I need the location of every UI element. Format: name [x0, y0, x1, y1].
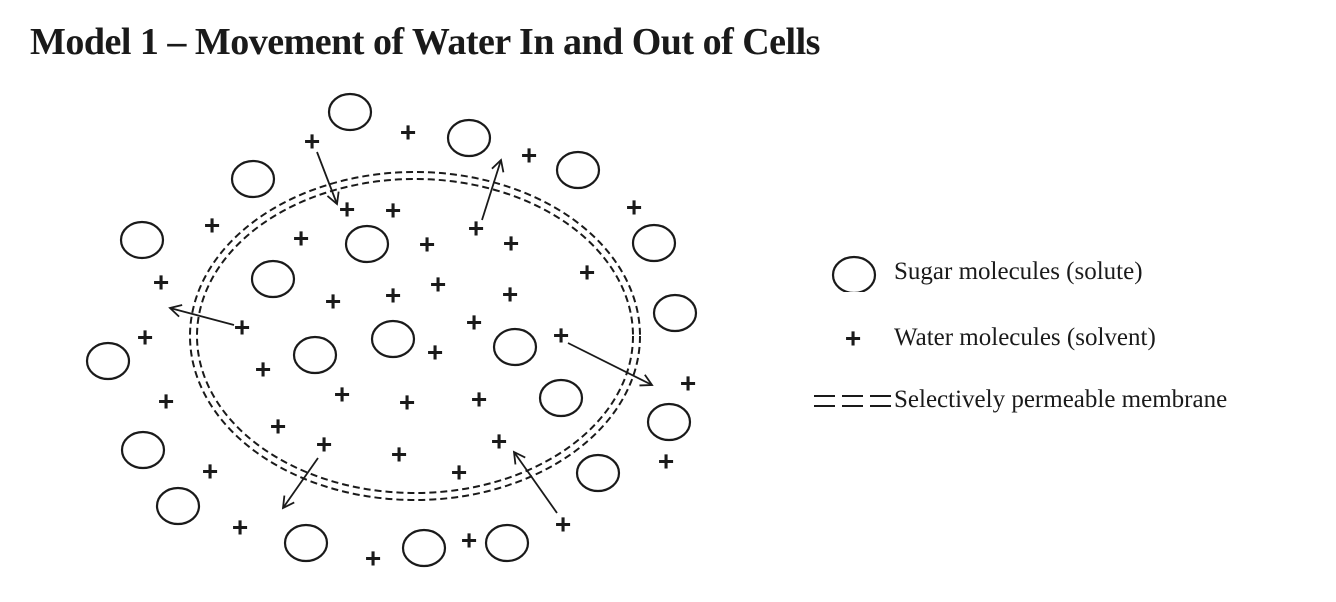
arrow-out-of-cell [281, 457, 319, 510]
water-molecule: + [399, 387, 415, 418]
arrow-into-cell [512, 450, 558, 514]
water-molecule: + [471, 384, 487, 415]
membrane-icon [814, 395, 892, 407]
water-molecule: + [304, 126, 320, 157]
sugar-molecule [538, 378, 584, 418]
water-molecule: + [491, 426, 507, 457]
sugar-molecule [652, 293, 698, 333]
sugar-molecule [446, 118, 492, 158]
sugar-molecule [492, 327, 538, 367]
water-molecule: + [234, 312, 250, 343]
water-molecule: + [153, 267, 169, 298]
membrane-inner-line [196, 178, 634, 494]
water-molecule: + [555, 509, 571, 540]
sugar-molecule [283, 523, 329, 563]
water-molecule: + [658, 446, 674, 477]
arrow-out-of-cell [481, 158, 505, 221]
sugar-molecule [85, 341, 131, 381]
water-molecule: + [339, 194, 355, 225]
sugar-molecule-icon [831, 255, 877, 292]
legend-item-water: + Water molecules (solvent) [812, 318, 1156, 358]
water-molecule: + [451, 457, 467, 488]
water-molecule: + [419, 229, 435, 260]
water-molecule: + [202, 456, 218, 487]
water-molecule: + [461, 525, 477, 556]
water-molecule: + [204, 210, 220, 241]
water-molecule: + [270, 411, 286, 442]
water-molecule: + [521, 140, 537, 171]
sugar-molecule [119, 220, 165, 260]
water-molecule: + [255, 354, 271, 385]
sugar-molecule [646, 402, 692, 442]
water-molecule: + [334, 379, 350, 410]
sugar-molecule [327, 92, 373, 132]
water-molecule: + [680, 368, 696, 399]
membrane [189, 171, 641, 501]
sugar-molecules [85, 92, 698, 568]
membrane-outer-line [189, 171, 641, 501]
water-molecule: + [385, 280, 401, 311]
water-molecule: + [626, 192, 642, 223]
svg-text:+: + [845, 323, 861, 354]
water-molecule: + [158, 386, 174, 417]
sugar-molecule [292, 335, 338, 375]
water-molecule: + [503, 228, 519, 259]
water-molecule: + [316, 429, 332, 460]
sugar-molecule [555, 150, 601, 190]
water-molecule: + [293, 223, 309, 254]
arrow-into-cell [316, 151, 340, 206]
water-molecule: + [137, 322, 153, 353]
water-molecule: + [502, 279, 518, 310]
sugar-molecule [575, 453, 621, 493]
sugar-molecule [230, 159, 276, 199]
sugar-molecule [120, 430, 166, 470]
water-molecule-icon: + [845, 323, 861, 354]
movement-arrows [168, 151, 654, 514]
water-molecule: + [325, 286, 341, 317]
sugar-molecule [484, 523, 530, 563]
sugar-molecule [401, 528, 447, 568]
arrow-out-of-cell [567, 342, 654, 387]
water-molecules: + + + + + + + + + + + + + + + + + + + + … [137, 117, 696, 574]
water-molecule: + [232, 512, 248, 543]
water-molecule: + [466, 307, 482, 338]
sugar-molecule [370, 319, 416, 359]
water-molecule: + [430, 269, 446, 300]
legend-item-membrane: Selectively permeable membrane [812, 380, 1227, 420]
water-molecule: + [553, 320, 569, 351]
water-molecule: + [391, 439, 407, 470]
sugar-molecule [155, 486, 201, 526]
legend-label-membrane: Selectively permeable membrane [894, 386, 1228, 413]
water-molecule: + [400, 117, 416, 148]
water-molecule: + [427, 337, 443, 368]
arrow-out-of-cell [168, 304, 235, 326]
sugar-molecule [250, 259, 296, 299]
legend-item-sugar: Sugar molecules (solute) [812, 252, 1143, 292]
water-molecule: + [385, 195, 401, 226]
water-molecule: + [468, 213, 484, 244]
sugar-molecule [344, 224, 390, 264]
water-molecule: + [579, 257, 595, 288]
legend-label-sugar: Sugar molecules (solute) [894, 258, 1143, 285]
page-title: Model 1 – Movement of Water In and Out o… [30, 21, 820, 63]
water-molecule: + [365, 543, 381, 574]
sugar-molecule [631, 223, 677, 263]
legend-label-water: Water molecules (solvent) [894, 324, 1156, 351]
